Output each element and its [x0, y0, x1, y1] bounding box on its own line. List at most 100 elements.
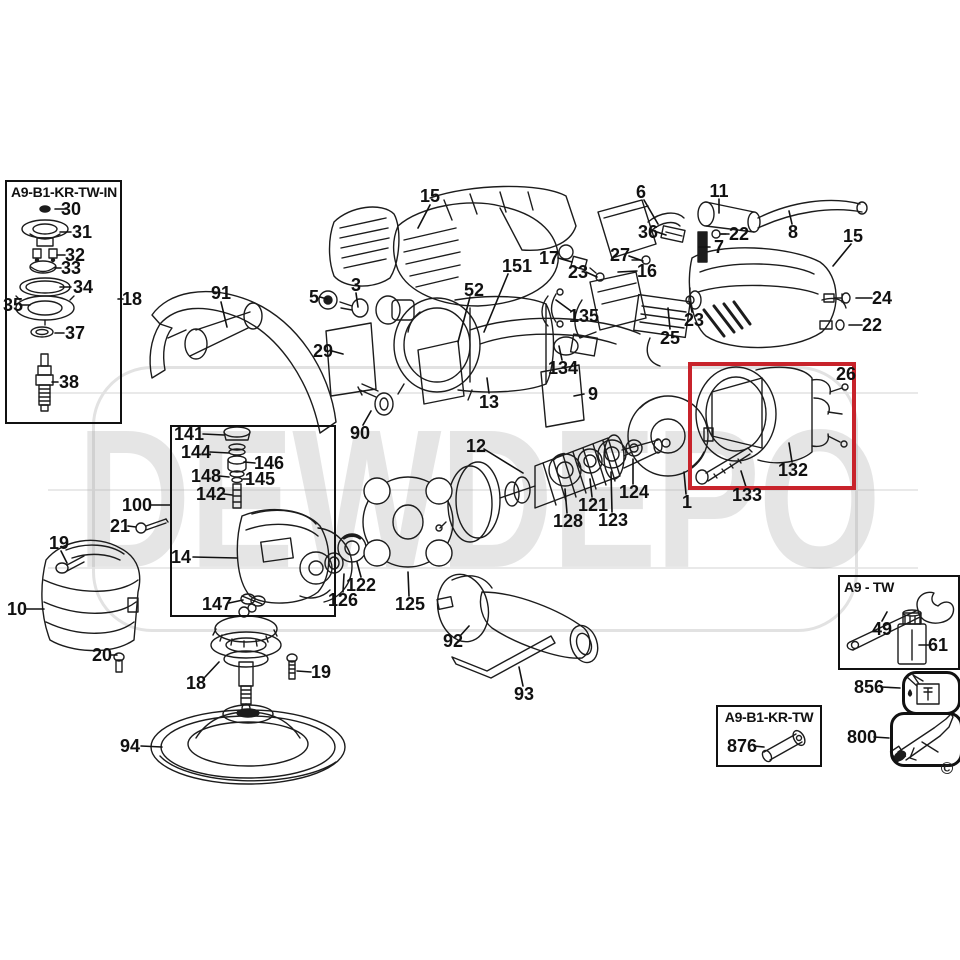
coupler-3b [375, 295, 415, 325]
washer-5 [318, 290, 338, 310]
part-label-126: 126 [327, 590, 359, 610]
part-label-15: 15 [419, 186, 441, 206]
part-label-144: 144 [180, 442, 212, 462]
part-label-26: 26 [835, 364, 857, 384]
part-label-146: 146 [253, 453, 285, 473]
cord-clip [647, 212, 685, 231]
kit-box-a9-b1-kr-tw-in: A9-B1-KR-TW-IN [5, 180, 122, 424]
part-label-92: 92 [442, 631, 464, 651]
part-label-800: 800 [846, 727, 878, 747]
part-label-30: 30 [60, 199, 82, 219]
part-label-121: 121 [577, 495, 609, 515]
part-label-18: 18 [185, 673, 207, 693]
part-label-35: 35 [2, 295, 24, 315]
part-label-32: 32 [64, 245, 86, 265]
screw-21 [135, 518, 169, 534]
side-handle-92 [436, 573, 599, 664]
part-label-14: 14 [170, 547, 192, 567]
accessory-box-856 [902, 671, 960, 715]
watermark-line [48, 567, 918, 569]
part-label-91: 91 [210, 283, 232, 303]
gear-housing-14 [236, 509, 353, 604]
kit-box-a9-b1-kr-tw: A9-B1-KR-TW [716, 705, 822, 767]
field-case [393, 295, 555, 401]
part-label-3: 3 [350, 275, 362, 295]
brush-876 [761, 729, 806, 763]
part-label-19: 19 [310, 662, 332, 682]
part-label-7: 7 [713, 237, 725, 257]
part-label-12: 12 [465, 436, 487, 456]
highlight-region-part-132[interactable] [688, 362, 856, 490]
part-label-10: 10 [6, 599, 28, 619]
power-cord-8 [757, 199, 868, 229]
wire-135 [541, 288, 564, 328]
part-label-8: 8 [787, 222, 799, 242]
part-label-37: 37 [64, 323, 86, 343]
part-label-1: 1 [681, 492, 693, 512]
accessory-box-800 [890, 712, 960, 767]
clip-147 [240, 593, 266, 607]
switch-16 [574, 271, 647, 339]
part-label-148: 148 [190, 466, 222, 486]
part-label-27: 27 [609, 245, 631, 265]
part-label-22: 22 [861, 315, 883, 335]
part-label-100: 100 [121, 495, 153, 515]
part-label-9: 9 [587, 384, 599, 404]
part-label-134: 134 [547, 358, 579, 378]
part-label-876: 876 [726, 736, 758, 756]
mount-134 [553, 333, 599, 357]
capacitor [597, 199, 657, 259]
part-label-23: 23 [567, 262, 589, 282]
gear-case [392, 185, 577, 307]
part-label-34: 34 [72, 277, 94, 297]
kit-box-a9-tw: A9 - TW [838, 575, 960, 670]
motor-housing-10 [41, 539, 141, 652]
part-label-22: 22 [728, 224, 750, 244]
part-label-13: 13 [478, 392, 500, 412]
part-label-5: 5 [308, 287, 320, 307]
bearing-128 [548, 452, 582, 487]
sheet-29 [325, 322, 377, 397]
sheet-52 [417, 340, 465, 405]
kit-parts [15, 205, 75, 412]
part-label-132: 132 [777, 460, 809, 480]
part-label-133: 133 [731, 485, 763, 505]
watermark-line [48, 392, 918, 394]
part-label-6: 6 [635, 182, 647, 202]
copyright-mark: © [940, 759, 954, 778]
part-label-33: 33 [60, 258, 82, 278]
screw-24 [823, 292, 851, 304]
screw-20 [113, 652, 125, 673]
kit-box-title: A9-B1-KR-TW [724, 709, 814, 725]
part-label-125: 125 [394, 594, 426, 614]
part-label-21: 21 [109, 516, 131, 536]
watermark-line [48, 489, 918, 491]
part-label-31: 31 [71, 222, 93, 242]
part-label-11: 11 [709, 181, 729, 201]
part-label-123: 123 [597, 510, 629, 530]
screw-19a [55, 555, 85, 574]
part-label-15: 15 [842, 226, 864, 246]
screw-90 [357, 383, 394, 416]
curve-151 [469, 317, 641, 345]
part-label-151: 151 [501, 256, 533, 276]
part-label-135: 135 [568, 306, 600, 326]
brush-36 [660, 225, 686, 243]
switch-module-25 [633, 293, 691, 367]
leader-lines [19, 198, 930, 748]
part-label-93: 93 [513, 684, 535, 704]
part-label-52: 52 [463, 280, 485, 300]
part-label-18: 18 [121, 289, 143, 309]
part-label-147: 147 [201, 594, 233, 614]
brush-holder-17 [558, 244, 588, 271]
screw-133 [695, 447, 753, 485]
part-label-94: 94 [119, 736, 141, 756]
vent-cover [328, 206, 400, 287]
spindle-18 [210, 603, 282, 713]
part-label-19: 19 [48, 533, 70, 553]
part-label-25: 25 [659, 328, 681, 348]
clutch-washer-125 [362, 476, 454, 568]
sheet-9 [540, 364, 585, 428]
part-label-24: 24 [871, 288, 893, 308]
